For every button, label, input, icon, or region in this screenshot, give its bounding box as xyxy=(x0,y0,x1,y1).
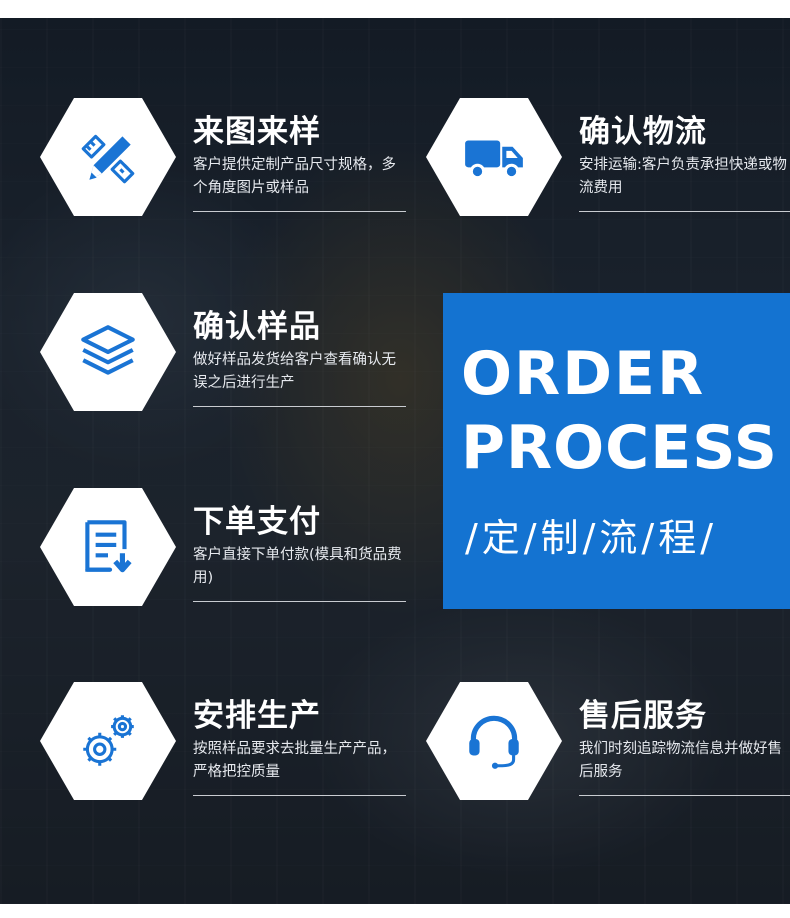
step-title: 下单支付 xyxy=(193,504,321,540)
step-title: 确认物流 xyxy=(579,114,707,150)
step-description: 我们时刻追踪物流信息并做好售后服务 xyxy=(579,741,782,780)
step-title: 安排生产 xyxy=(193,698,321,734)
step-title: 确认样品 xyxy=(193,309,321,345)
panel-heading-order: ORDER xyxy=(461,339,706,409)
panel-heading-process: PROCESS xyxy=(461,413,778,483)
step-confirm-sample: 确认样品 做好样品发货给客户查看确认无误之后进行生产 xyxy=(40,293,420,413)
order-download-icon xyxy=(85,520,132,573)
truck-icon xyxy=(465,140,523,180)
hexagon-badge xyxy=(40,488,176,606)
hexagon-badge xyxy=(40,682,176,800)
divider xyxy=(193,795,406,796)
step-description: 客户直接下单付款(模具和货品费用) xyxy=(193,547,402,586)
order-process-panel: ORDER PROCESS /定/制/流/程/ xyxy=(443,293,790,609)
step-place-order: 下单支付 客户直接下单付款(模具和货品费用) xyxy=(40,488,420,608)
headset-icon xyxy=(469,715,519,769)
divider xyxy=(193,406,406,407)
divider xyxy=(193,601,406,602)
step-title: 来图来样 xyxy=(193,114,321,150)
step-description: 客户提供定制产品尺寸规格，多个角度图片或样品 xyxy=(193,157,396,196)
step-description: 按照样品要求去批量生产产品，严格把控质量 xyxy=(193,741,396,780)
step-sample-drawing: 来图来样 客户提供定制产品尺寸规格，多个角度图片或样品 xyxy=(40,98,420,218)
background-photo: 来图来样 客户提供定制产品尺寸规格，多个角度图片或样品 确认物流 安排运输:客户… xyxy=(0,18,790,904)
hexagon-badge xyxy=(40,293,176,411)
step-description: 做好样品发货给客户查看确认无误之后进行生产 xyxy=(193,352,396,391)
step-after-sales: 售后服务 我们时刻追踪物流信息并做好售后服务 xyxy=(426,682,790,802)
layers-icon xyxy=(81,325,135,375)
panel-subtitle: /定/制/流/程/ xyxy=(465,516,718,560)
hexagon-badge xyxy=(40,98,176,216)
gears-icon xyxy=(83,715,134,766)
divider xyxy=(579,211,790,212)
hexagon-badge xyxy=(426,682,562,800)
divider xyxy=(193,211,406,212)
hexagon-badge xyxy=(426,98,562,216)
pencil-ruler-icon xyxy=(81,134,135,184)
step-arrange-production: 安排生产 按照样品要求去批量生产产品，严格把控质量 xyxy=(40,682,420,802)
divider xyxy=(579,795,790,796)
step-description: 安排运输:客户负责承担快递或物流费用 xyxy=(579,157,787,196)
step-title: 售后服务 xyxy=(579,698,707,734)
step-confirm-logistics: 确认物流 安排运输:客户负责承担快递或物流费用 xyxy=(426,98,790,218)
